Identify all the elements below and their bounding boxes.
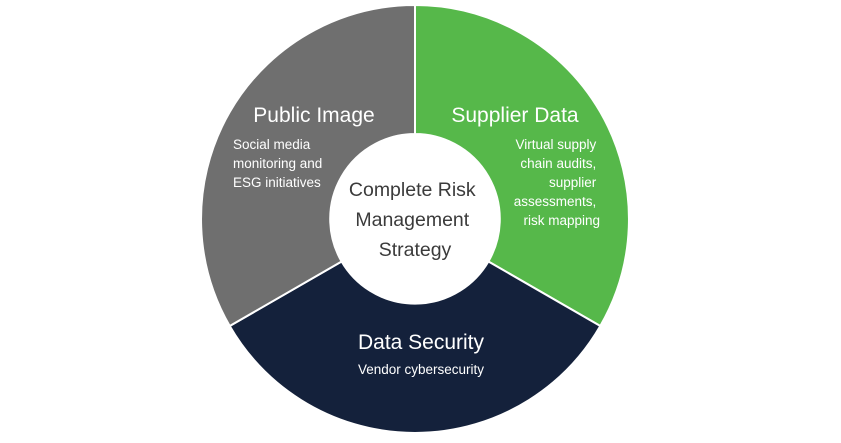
public-image-line-3: ESG initiatives: [233, 175, 321, 190]
supplier-data-title: Supplier Data: [451, 104, 579, 127]
supplier-data-line-4: assessments,: [514, 194, 597, 209]
supplier-data-line-1: Virtual supply: [515, 137, 596, 152]
data-security-title: Data Security: [358, 331, 485, 354]
supplier-data-line-3: supplier: [549, 175, 597, 190]
center-line-1: Complete Risk: [349, 179, 476, 201]
center-line-3: Strategy: [379, 239, 452, 261]
public-image-description: Social media monitoring and ESG initiati…: [233, 137, 326, 190]
data-security-description: Vendor cybersecurity: [358, 362, 484, 377]
public-image-line-1: Social media: [233, 137, 311, 152]
center-line-2: Management: [355, 209, 469, 231]
center-title: Complete Risk Management Strategy: [349, 179, 481, 261]
public-image-line-2: monitoring and: [233, 156, 322, 171]
public-image-title: Public Image: [253, 104, 374, 127]
center-circle: [330, 134, 500, 304]
supplier-data-description: Virtual supply chain audits, supplier as…: [514, 137, 600, 228]
supplier-data-line-5: risk mapping: [523, 213, 600, 228]
supplier-data-line-2: chain audits,: [520, 156, 596, 171]
